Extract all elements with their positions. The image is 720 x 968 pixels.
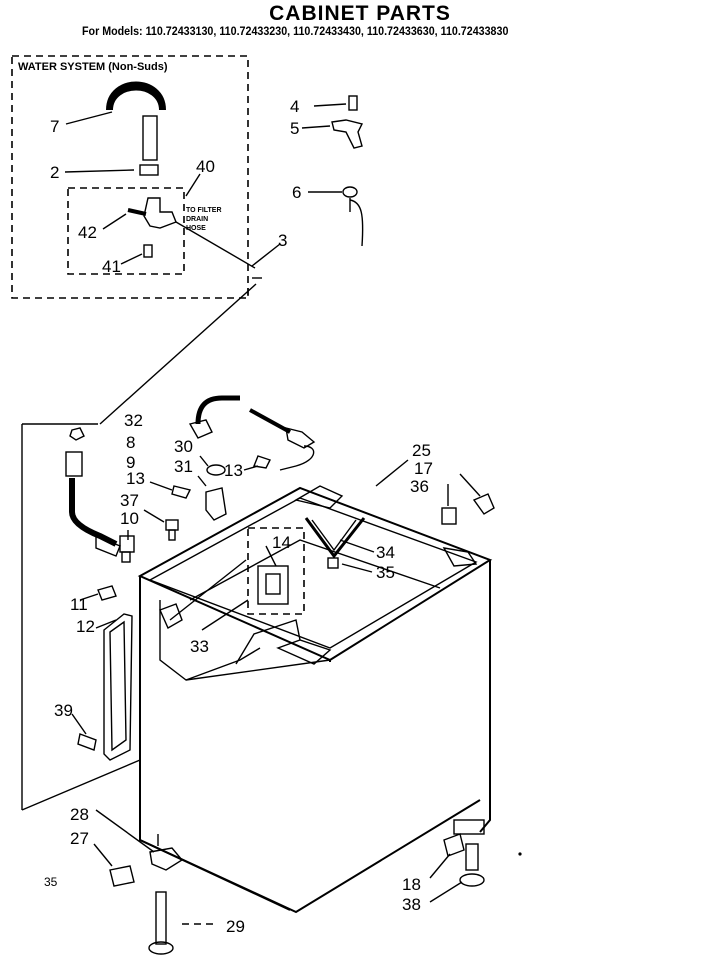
rear-panel-12-39 [71,585,133,761]
callout-31: 31 [174,457,193,476]
speck-dot [518,852,522,856]
parts-17-25-36 [375,459,495,525]
callout-33: 33 [190,637,209,656]
callout-11: 11 [70,595,88,614]
callout-25: 25 [412,441,431,460]
callout-34: 34 [376,543,395,562]
callout-4: 4 [290,97,299,116]
leg-assembly-right [429,833,485,903]
parts-4-5-6 [301,95,364,247]
callout-42: 42 [78,223,97,242]
brace-34-35 [304,517,375,573]
callout-13-left: 13 [126,469,145,488]
callout-14: 14 [272,533,291,552]
water-box-leaders [64,111,201,265]
callout-27: 27 [70,829,89,848]
callout-10: 10 [120,509,139,528]
callout-38: 38 [402,895,421,914]
callout-9: 9 [126,453,135,472]
callout-3: 3 [278,231,287,250]
callout-17: 17 [414,459,433,478]
model-list: For Models: 110.72433130, 110.72433230, … [82,26,509,38]
water-system-title: WATER SYSTEM (Non-Suds) [18,61,168,73]
callout-13-right: 13 [224,461,243,480]
note-line-1: TO FILTER [186,207,222,214]
callout-30: 30 [174,437,193,456]
callout-12: 12 [76,617,95,636]
callout-37: 37 [120,491,139,510]
callout-29: 29 [226,917,245,936]
left-bracket-lines [21,283,257,811]
diagram-title: CABINET PARTS [269,2,451,25]
note-line-2: DRAIN [186,216,208,223]
parts-30-31-13 [149,455,259,521]
page-mark: 35 [44,875,58,889]
callout-labels: 7 2 40 42 41 4 5 6 3 32 8 9 30 31 13 13 … [44,97,433,936]
callout-41: 41 [102,257,121,276]
callout-7: 7 [50,117,59,136]
callout-28: 28 [70,805,89,824]
callout-40: 40 [196,157,215,176]
callout-32: 32 [124,411,143,430]
inlet-hose-assembly [188,395,316,471]
leg-assembly-left [93,809,214,955]
parts-8-9-10 [65,427,135,563]
callout-18: 18 [402,875,421,894]
cabinet-body [137,485,493,914]
water-system-box: WATER SYSTEM (Non-Suds) TO FILTER DRAIN … [11,55,256,299]
callout-6: 6 [292,183,301,202]
note-line-3: HOSE [186,225,206,232]
callout-39: 39 [54,701,73,720]
part-37 [143,509,179,541]
callout-2: 2 [50,163,59,182]
lid-switch-box [159,527,305,631]
callout-35: 35 [376,563,395,582]
callout-36: 36 [410,477,429,496]
callout-5: 5 [290,119,299,138]
callout-8: 8 [126,433,135,452]
